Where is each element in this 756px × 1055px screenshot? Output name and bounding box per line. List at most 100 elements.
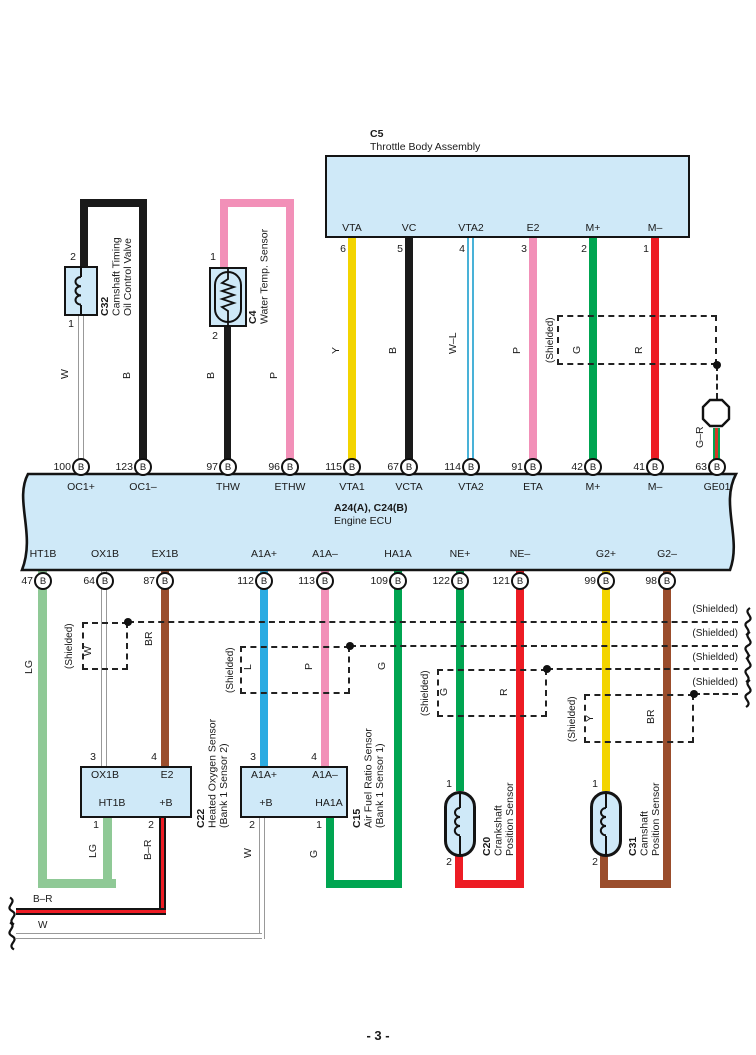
pin-connector-circle: B xyxy=(400,458,418,476)
pin-connector-circle: B xyxy=(658,572,676,590)
ecu-pin-number: 63 xyxy=(695,461,707,473)
ecu-pin-label: ETA xyxy=(523,481,543,493)
ecu-pin-label: THW xyxy=(216,481,240,493)
c22-box xyxy=(80,766,192,818)
wire-color-label: L xyxy=(242,664,254,670)
ecu-id: A24(A), C24(B) xyxy=(334,502,408,514)
pin-connector-circle: B xyxy=(343,458,361,476)
pin-connector-circle: B xyxy=(597,572,615,590)
c20-pin-bottom-number: 2 xyxy=(446,856,452,868)
pin-connector-circle: B xyxy=(524,458,542,476)
wire-a1aminus-pink xyxy=(321,571,329,766)
ecu-pin-label: EX1B xyxy=(151,548,179,560)
c22-pin-number: 1 xyxy=(93,819,99,831)
pin-connector-circle: B xyxy=(34,572,52,590)
pin-connector-circle: B xyxy=(96,572,114,590)
c15-pin-label: +B xyxy=(259,797,273,809)
shield-dot-1 xyxy=(124,618,132,626)
ecu-pin-number: 91 xyxy=(511,461,523,473)
wire-color-label: B–R xyxy=(33,894,53,905)
ecu-pin-number: 121 xyxy=(492,575,510,587)
pin-connector-circle: B xyxy=(389,572,407,590)
shield-label: (Shielded) xyxy=(225,647,236,693)
wire-br-blackred-v xyxy=(159,818,166,915)
wire-ge01-green-red xyxy=(713,428,720,470)
throttle-body-box xyxy=(325,155,690,238)
c15-pin-label: A1A+ xyxy=(251,769,277,781)
c5-pin-number: 6 xyxy=(340,243,346,255)
wire-color-label: B xyxy=(121,371,133,379)
wire-vc-black xyxy=(405,238,413,470)
shield-label-right: (Shielded) xyxy=(692,628,738,639)
wire-color-label: R xyxy=(633,346,645,354)
ecu-pin-label: OC1+ xyxy=(67,481,95,493)
ecu-pin-number: 64 xyxy=(83,575,95,587)
c5-pin-number: 5 xyxy=(397,243,403,255)
wire-color-label: B xyxy=(387,346,399,354)
c15-pin-label: HA1A xyxy=(315,797,343,809)
ecu-pin-number: 96 xyxy=(268,461,280,473)
wire-color-label: G xyxy=(376,661,388,670)
wire-g2minus-brown-v2 xyxy=(600,855,608,888)
wire-color-label: B–R xyxy=(142,839,154,860)
wire-color-label: Y xyxy=(330,346,342,354)
ecu-pin-label: ETHW xyxy=(274,481,306,493)
ecu-pin-number: 114 xyxy=(444,461,461,473)
c5-pin-label: VC xyxy=(401,222,417,234)
pin-connector-circle: B xyxy=(584,458,602,476)
shield-label: (Shielded) xyxy=(567,696,578,742)
ecu-pin-number: 97 xyxy=(206,461,218,473)
pin-connector-circle: B xyxy=(219,458,237,476)
shield-box-throttle-motor xyxy=(557,315,717,365)
ecu-pin-number: 41 xyxy=(633,461,645,473)
wire-color-label: G xyxy=(308,849,320,858)
pin-connector-circle: B xyxy=(134,458,152,476)
shield-dot-3 xyxy=(543,665,551,673)
wire-a1aplus-blue xyxy=(260,571,268,766)
c22-pin-number: 2 xyxy=(148,819,154,831)
c22-pin-label: OX1B xyxy=(90,769,119,781)
ecu-pin-number: 99 xyxy=(584,575,596,587)
wire-c32-black-horizontal xyxy=(80,199,147,207)
wire-color-label: W xyxy=(242,848,254,858)
c22-pin-label: E2 xyxy=(160,769,174,781)
pin-connector-circle: B xyxy=(451,572,469,590)
c5-pin-label: M– xyxy=(647,222,663,234)
wire-c32-black-vertical xyxy=(139,199,147,470)
ecu-pin-label: GE01 xyxy=(703,481,731,493)
ecu-pin-number: 87 xyxy=(143,575,155,587)
wire-color-label: R xyxy=(498,688,510,696)
wire-c32-white xyxy=(78,316,84,470)
wire-vta-yellow xyxy=(348,238,356,470)
wire-color-label: G xyxy=(571,345,583,354)
shield-label-right: (Shielded) xyxy=(692,604,738,615)
wire-color-label: BR xyxy=(645,709,657,724)
c15-pin-label: A1A– xyxy=(312,769,338,781)
c4-pin-top-number: 1 xyxy=(210,251,216,263)
ecu-band xyxy=(20,472,739,572)
wire-color-label: LG xyxy=(87,843,99,858)
ecu-pin-label: M+ xyxy=(585,481,601,493)
c31-name-line2: Position Sensor xyxy=(650,782,662,856)
pin-connector-circle: B xyxy=(316,572,334,590)
ecu-pin-label: VTA2 xyxy=(458,481,484,493)
wire-color-label: BR xyxy=(143,631,155,646)
wire-w-exit-v xyxy=(259,818,265,939)
pin-connector-circle: B xyxy=(708,458,726,476)
wire-color-label: Y xyxy=(584,714,596,722)
c15-pin-number: 1 xyxy=(316,819,322,831)
wire-color-label: W–L xyxy=(447,332,459,354)
wire-c32-black-stub xyxy=(80,199,88,266)
shield-line-4 xyxy=(694,693,738,695)
ecu-pin-number: 123 xyxy=(115,461,133,473)
wire-vta2-white-blue xyxy=(467,238,474,470)
wire-color-label: P xyxy=(268,371,280,379)
continuation-squiggle xyxy=(744,654,752,683)
c22-name-line2: (Bank 1 Sensor 2) xyxy=(218,743,230,828)
shield-label: (Shielded) xyxy=(64,623,75,669)
c5-pin-label: VTA2 xyxy=(458,222,484,234)
shield-line-3 xyxy=(547,668,738,670)
ecu-pin-number: 115 xyxy=(325,461,342,473)
shield-dot-4 xyxy=(690,690,698,698)
ecu-pin-number: 109 xyxy=(370,575,388,587)
